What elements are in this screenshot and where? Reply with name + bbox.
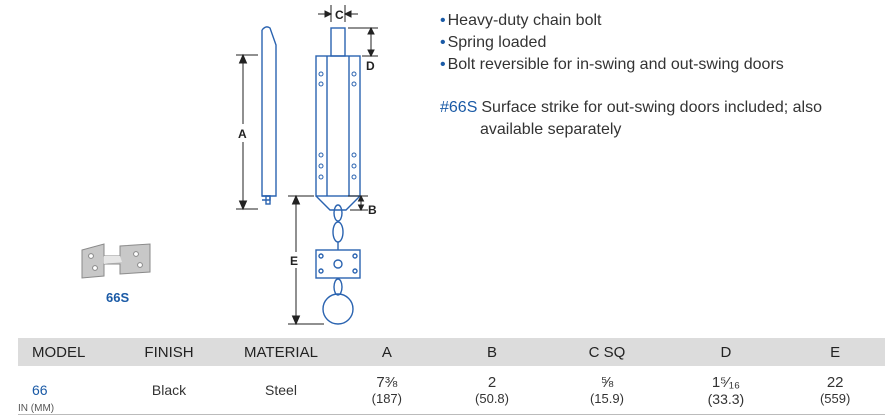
feature-item: •Heavy-duty chain bolt [440,10,784,32]
cell-a-mm: (187) [371,391,402,406]
feature-text: Heavy-duty chain bolt [447,12,602,29]
note-line1: Surface strike for out-swing doors inclu… [481,99,822,116]
column-header-d: D [720,343,732,361]
note-line2: available separately [480,121,622,138]
units-note: IN (MM) [18,403,55,414]
column-header-c-sq: C SQ [588,343,626,361]
cell-c-mm: (15.9) [589,391,624,406]
cell-model: 66 [32,382,48,398]
dimension-d [348,26,378,58]
chain [315,204,361,325]
note-code: #66S [440,99,478,116]
dimension-c-label: C [335,8,344,22]
column-header-material: MATERIAL [244,343,318,361]
feature-item: •Bolt reversible for in-swing and out-sw… [440,54,784,76]
cell-d-mm: (33.3) [707,390,745,407]
column-header-finish: FINISH [144,343,194,361]
chain-bolt-drawing: A C D [81,5,378,326]
spec-table: MODEL FINISH MATERIAL A B C SQ D E 66 Bl… [18,338,885,415]
cell-e-inches: 22 [826,374,844,391]
feature-list: •Heavy-duty chain bolt •Spring loaded •B… [440,10,784,76]
cell-e: 22(559) [785,366,885,415]
table-row: 66 Black Steel 7⅜(187) 2(50.8) ⅝(15.9) 1… [18,366,885,415]
column-header-a: A [381,343,392,361]
cell-b: 2(50.8) [437,366,548,415]
dimension-a-label: A [238,127,247,141]
dimension-b [348,194,368,212]
dimension-d-label: D [366,59,375,73]
bolt-body [315,27,361,211]
cell-material: Steel [265,382,297,398]
dimension-e [288,194,324,326]
column-header-model: MODEL [32,343,86,361]
cell-e-mm: (559) [819,391,851,406]
cell-b-inches: 2 [487,374,497,391]
strike-label: 66S [106,290,130,305]
cell-finish: Black [151,382,187,398]
cell-a: 7⅜(187) [337,366,437,415]
cell-b-mm: (50.8) [475,391,509,406]
cell-c-inches: ⅝ [600,374,614,391]
bolt-screw-holes [318,71,357,180]
cell-c-sq: ⅝(15.9) [547,366,666,415]
column-header-b: B [487,343,498,361]
cell-d: 1⁵⁄₁₆(33.3) [667,366,786,415]
dimension-b-label: B [368,203,377,217]
cell-a-inches: 7⅜ [376,374,398,391]
dimension-a [236,53,258,211]
strike-66s-image [81,243,151,279]
bullet-icon: • [440,56,446,73]
dimension-c [318,5,358,22]
feature-text: Spring loaded [447,34,547,51]
feature-text: Bolt reversible for in-swing and out-swi… [447,56,784,73]
dimension-e-label: E [290,254,298,268]
bullet-icon: • [440,12,446,29]
feature-item: •Spring loaded [440,32,784,54]
cell-d-inches: 1⁵⁄₁₆ [711,373,740,391]
table-header-row: MODEL FINISH MATERIAL A B C SQ D E [18,338,885,366]
side-view [261,26,277,205]
column-header-e: E [830,343,841,361]
bullet-icon: • [440,34,446,51]
